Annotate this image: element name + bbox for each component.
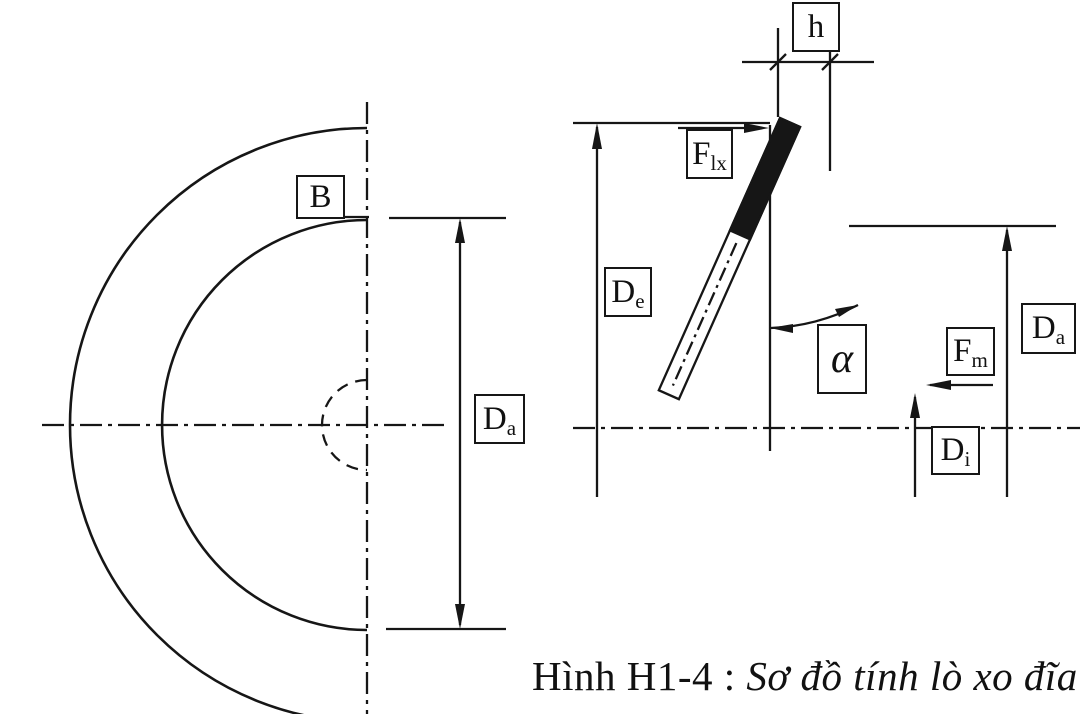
arrowhead-up xyxy=(910,393,920,418)
h-tick-right xyxy=(821,53,839,71)
arrowhead-down xyxy=(455,604,465,629)
alpha-label-box: α xyxy=(817,324,867,394)
alpha-label: α xyxy=(830,336,854,382)
inner-arc xyxy=(160,218,368,632)
de-label: D xyxy=(611,273,636,310)
h-label-box: h xyxy=(792,2,840,52)
arrowhead-up xyxy=(1002,226,1012,251)
fm-label: F xyxy=(953,333,972,369)
flx-label: F xyxy=(692,135,711,172)
arrowhead-right xyxy=(744,123,769,133)
spring-bar-axis xyxy=(671,242,738,387)
arrowhead-up xyxy=(455,218,465,243)
spring-bar-solid-part xyxy=(728,116,802,241)
da-right-label: D xyxy=(1031,310,1056,346)
arrowhead-up xyxy=(592,123,602,149)
hole-dashed-arc xyxy=(320,378,368,472)
arrowhead-up-right xyxy=(835,305,858,317)
caption-number: Hình H1-4 : xyxy=(532,653,747,699)
outer-arc xyxy=(68,126,368,714)
b-label: B xyxy=(309,178,332,215)
arrowhead-left xyxy=(770,324,793,333)
di-label: D xyxy=(940,432,965,468)
b-label-box: B xyxy=(296,175,345,219)
caption-title: Sơ đồ tính lò xo đĩa xyxy=(746,653,1078,699)
arrowhead-left xyxy=(926,380,951,390)
h-tick-left xyxy=(769,53,787,71)
da-left-label: D xyxy=(482,400,507,437)
h-label: h xyxy=(807,8,825,45)
spring-cross-section xyxy=(657,116,802,401)
figure-caption: Hình H1-4 : Sơ đồ tính lò xo đĩa xyxy=(532,652,1078,700)
